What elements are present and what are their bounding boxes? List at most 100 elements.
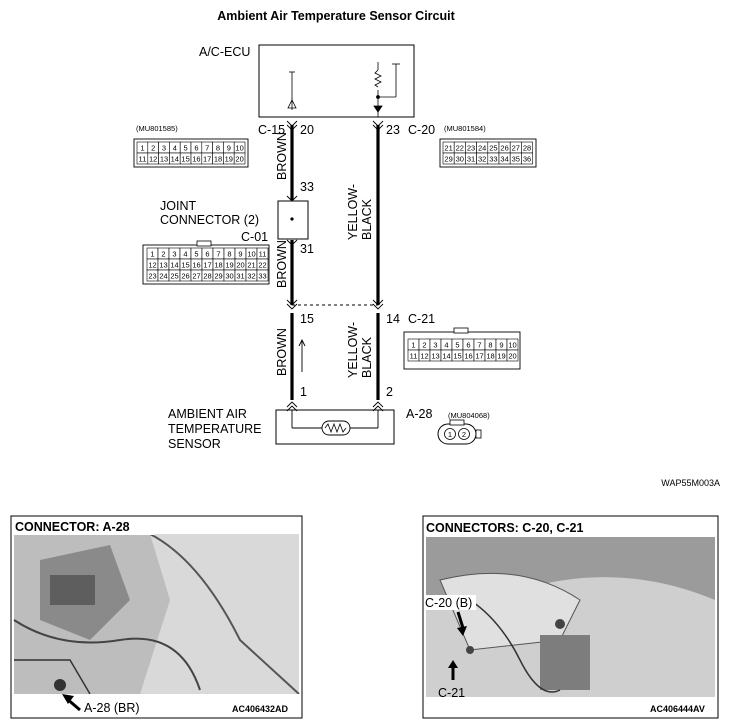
c01-pin-7: 7 [216,250,220,259]
c01-pin-26: 26 [181,272,189,281]
wire-label-yb-2a: YELLOW- [346,322,360,378]
thermistor-body [321,420,351,436]
c21-pin-11: 11 [410,352,418,361]
ecu-box [258,44,415,118]
c21-pin-7: 7 [477,341,481,350]
c15-pin-15: 15 [181,155,189,164]
sensor-label-3: SENSOR [168,437,221,451]
c21-pin-14: 14 [442,352,450,361]
c20-label: C-20 [408,123,435,137]
photo-a28-code: AC406432AD [232,704,289,714]
sensor-label-1: AMBIENT AIR [168,407,247,421]
pin-cell [256,269,269,282]
c20-pin-24: 24 [478,144,486,153]
joint-node [290,217,294,221]
c21-pin-18: 18 [486,352,494,361]
c15-pin-12: 12 [149,155,157,164]
c21-pin-8: 8 [488,341,492,350]
wire-label-brown-3: BROWN [275,328,289,376]
c01-pin-29: 29 [214,272,222,281]
c01-pin-9: 9 [238,250,242,259]
c01-pin-17: 17 [203,261,211,270]
c01-pin-33: 33 [258,272,266,281]
c21-pin-6: 6 [466,341,470,350]
c01-pin-15: 15 [181,261,189,270]
photo-panel-a28: CONNECTOR: A-28 A-28 (BR) AC406432AD [10,515,303,719]
c01-pin-3: 3 [172,250,176,259]
c20-pin-29: 29 [444,155,452,164]
c15-pin-7: 7 [205,144,209,153]
c21-pin-right: 14 [386,312,400,326]
a28-part-number: (MU804068) [448,411,490,420]
c21-pin-3: 3 [433,341,437,350]
c15-part-number: (MU801585) [136,124,178,133]
c15-pin-8: 8 [216,144,220,153]
c01-pin-31: 31 [236,272,244,281]
c20-pin-23: 23 [467,144,475,153]
c20-part-number: (MU801584) [444,124,486,133]
c20-pin-33: 33 [489,155,497,164]
photo-c20-title: CONNECTORS: C-20, C-21 [426,521,583,535]
c01-pin-1: 1 [150,250,154,259]
photo-c20-code: AC406444AV [650,704,705,714]
svg-text:2: 2 [462,430,466,439]
c15-pin-14: 14 [171,155,179,164]
pin-cell [233,152,246,165]
c15-pin-10: 10 [235,144,243,153]
sensor-label-2: TEMPERATURE [168,422,262,436]
c15-pin-13: 13 [160,155,168,164]
photo-c20-callout: C-20 (B) [425,596,472,610]
c01-pin-27: 27 [192,272,200,281]
dashboard-photo [426,537,715,716]
connector-latch [196,240,212,247]
c15-pin: 20 [300,123,314,137]
c21-pin-12: 12 [420,352,428,361]
joint-connector-label-2: CONNECTOR (2) [160,213,259,227]
c01-pin-19: 19 [225,261,233,270]
c15-pin-16: 16 [192,155,200,164]
c15-pin-17: 17 [203,155,211,164]
c21-pin-19: 19 [497,352,505,361]
c15-pin-9: 9 [227,144,231,153]
c21-pin-16: 16 [464,352,472,361]
a28-connector-face: 1 2 [437,419,482,445]
c15-pin-6: 6 [194,144,198,153]
connector-latch [453,327,469,334]
c15-pin-3: 3 [162,144,166,153]
photo-a28-title: CONNECTOR: A-28 [15,520,130,534]
c01-pin-4: 4 [183,250,187,259]
wire-label-yb-2b: BLACK [360,336,374,378]
a28-pin-left: 1 [300,385,307,399]
c01-pin-16: 16 [192,261,200,270]
c15-pin-2: 2 [151,144,155,153]
signal-arrow-icon [298,338,306,372]
c01-pin-6: 6 [205,250,209,259]
pin-cell [521,152,533,165]
c01-label: C-01 [241,230,268,244]
c15-pin-5: 5 [184,144,188,153]
c20-pin: 23 [386,123,400,137]
c01-pin-bottom: 31 [300,242,314,256]
c21-pin-5: 5 [455,341,459,350]
c15-label: C-15 [258,123,285,137]
ecu-label: A/C-ECU [199,45,250,59]
c20-pin-26: 26 [500,144,508,153]
c15-pin-11: 11 [139,155,147,164]
c20-pin-25: 25 [489,144,497,153]
c01-pin-25: 25 [170,272,178,281]
c20-pin-30: 30 [456,155,464,164]
c01-pin-13: 13 [159,261,167,270]
c15-pin-19: 19 [225,155,233,164]
c01-pin-24: 24 [159,272,167,281]
ecu-pullup-resistor [373,62,400,117]
c01-pin-5: 5 [194,250,198,259]
a28-pin-right: 2 [386,385,393,399]
diagram-code: WAP55M003A [661,478,720,488]
c21-pin-13: 13 [431,352,439,361]
c20-pin-35: 35 [512,155,520,164]
c21-pin-9: 9 [499,341,503,350]
wire-label-brown-1: BROWN [275,132,289,180]
c15-pin-4: 4 [173,144,177,153]
thermistor-icon [324,422,347,434]
